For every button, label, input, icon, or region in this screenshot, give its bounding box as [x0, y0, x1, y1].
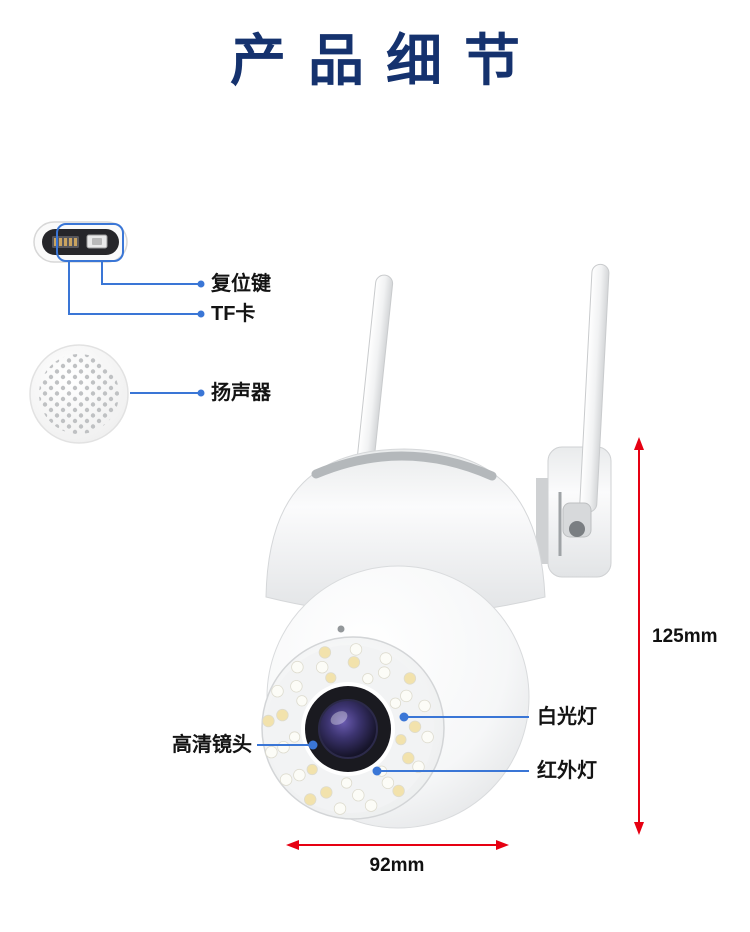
dimension-width-value: 92mm [369, 855, 425, 876]
port-detail-illustration [33, 221, 128, 263]
antenna-left-icon [355, 274, 394, 475]
camera-dome [265, 448, 546, 615]
camera-illustration [261, 263, 612, 829]
dimension-width-line [286, 840, 509, 850]
antenna-right-icon [562, 263, 610, 538]
label-tf-card: TF卡 [211, 303, 256, 325]
label-ir-light: 红外灯 [537, 760, 597, 782]
tf-card-slot-icon [52, 236, 79, 248]
label-white-light: 白光灯 [537, 706, 597, 728]
callout-lines [68, 261, 529, 772]
reset-button-icon [86, 234, 108, 249]
dimension-height-value: 125mm [652, 626, 718, 647]
callout-dots [197, 280, 409, 776]
page-title: 产品细节 [230, 29, 542, 92]
label-hd-lens: 高清镜头 [172, 734, 252, 756]
speaker-grille-illustration [29, 344, 129, 444]
dimension-height-line [634, 437, 644, 835]
led-ring [262, 643, 434, 815]
label-reset-button: 复位键 [211, 273, 271, 295]
camera-lens [305, 686, 391, 772]
label-speaker: 扬声器 [211, 382, 271, 404]
highlight-box [56, 223, 124, 262]
light-sensor-dot [337, 625, 345, 633]
